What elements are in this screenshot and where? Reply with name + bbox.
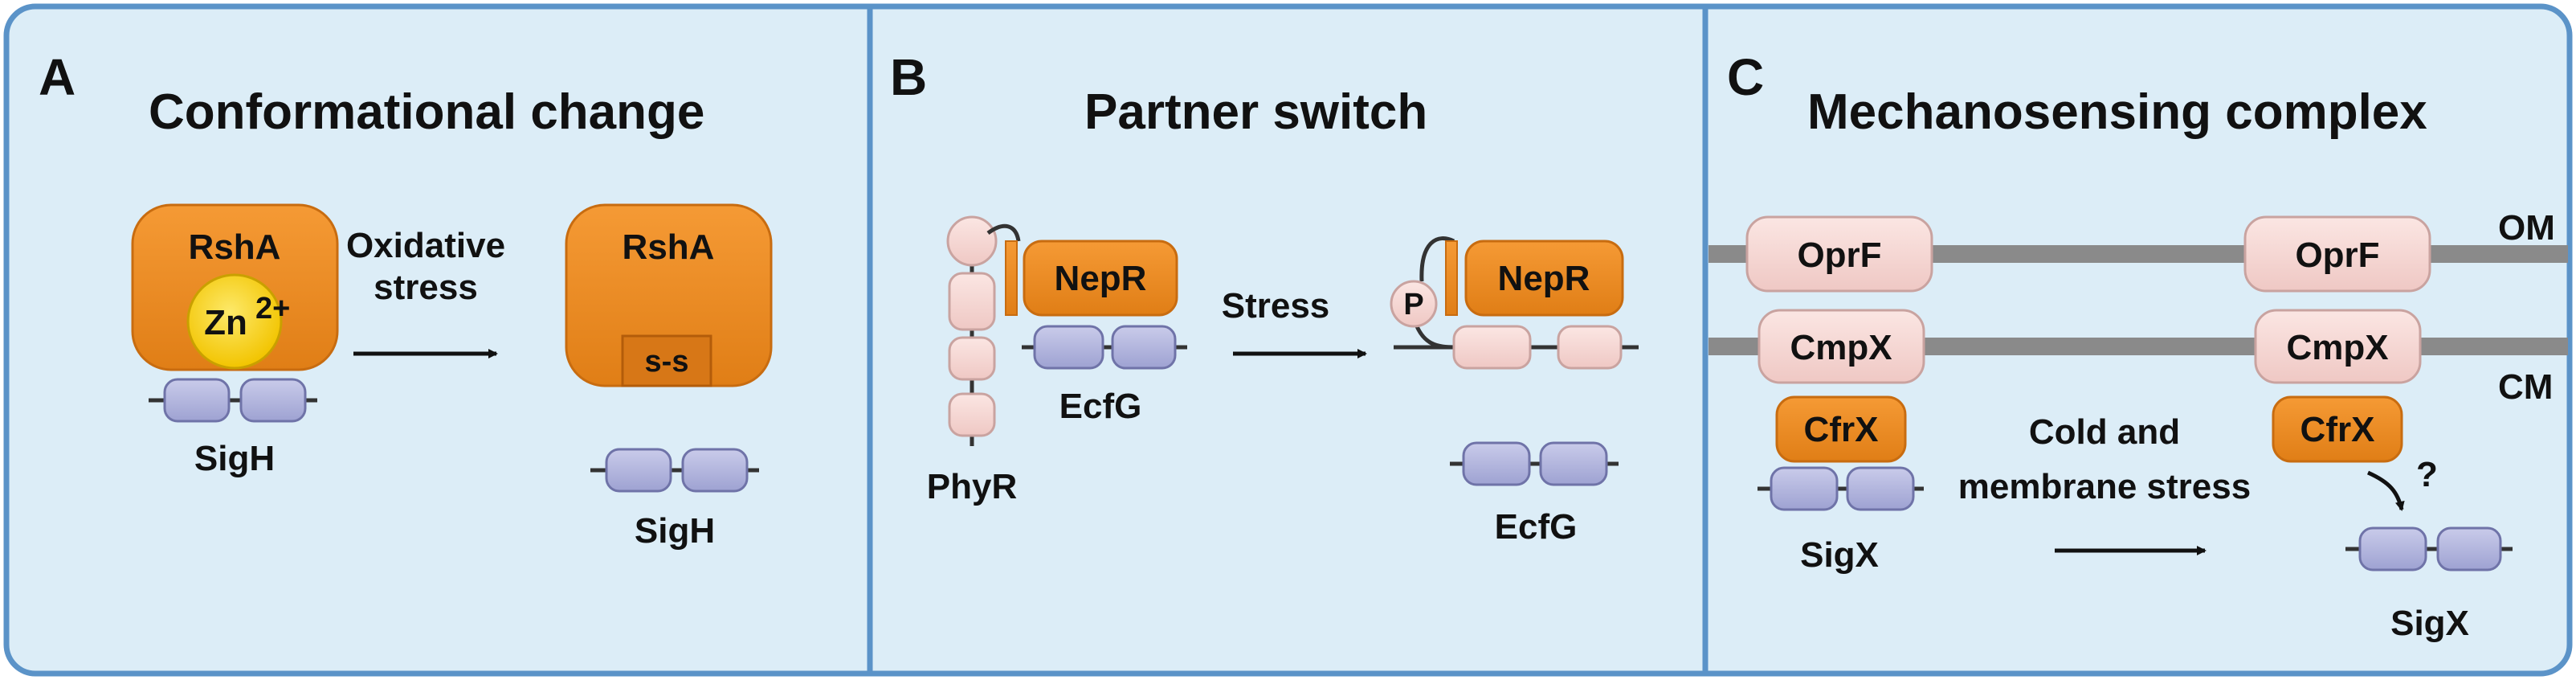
sigh-left-label: SigH bbox=[194, 439, 275, 478]
zinc-ion bbox=[186, 273, 283, 370]
nepr-left-label: NepR bbox=[1055, 259, 1147, 298]
om-label: OM bbox=[2498, 208, 2555, 248]
oprf-left bbox=[1745, 215, 1933, 293]
panel-b-title: Partner switch bbox=[1084, 84, 1427, 140]
phospho-label: P bbox=[1403, 288, 1423, 322]
stress-label: stress bbox=[374, 268, 478, 307]
zinc-charge: 2+ bbox=[255, 292, 290, 326]
zinc-label: Zn bbox=[204, 303, 247, 342]
cmpx-left-label: CmpX bbox=[1790, 328, 1892, 367]
sigx-right-label: SigX bbox=[2390, 604, 2469, 643]
panel-c-title: Mechanosensing complex bbox=[1807, 84, 2427, 140]
sigx-left bbox=[1757, 466, 1924, 511]
panel-c: C Mechanosensing complex OM CM OprF CmpX… bbox=[1708, 48, 2568, 643]
cfrx-left bbox=[1775, 395, 1907, 463]
phyr-label: PhyR bbox=[927, 467, 1017, 506]
sigx-left-label: SigX bbox=[1800, 535, 1879, 575]
sigh-right-label: SigH bbox=[635, 511, 715, 551]
cfrx-right-label: CfrX bbox=[2300, 410, 2375, 449]
question-mark: ? bbox=[2416, 455, 2438, 494]
panel-a-title: Conformational change bbox=[149, 84, 704, 140]
ecfg-left-label: EcfG bbox=[1059, 387, 1142, 426]
nepr-left bbox=[1023, 240, 1178, 317]
oxidative-label: Oxidative bbox=[346, 226, 505, 265]
nepr-right-label: NepR bbox=[1498, 259, 1590, 298]
panel-a-letter: A bbox=[39, 48, 76, 106]
nepr-right bbox=[1464, 240, 1624, 317]
membrane-stress-label: membrane stress bbox=[1958, 467, 2251, 506]
phyr-right bbox=[1394, 236, 1639, 370]
disulfide-label: s-s bbox=[645, 345, 689, 379]
cmpx-left bbox=[1757, 309, 1925, 384]
panel-c-letter: C bbox=[1727, 48, 1764, 106]
sigh-left bbox=[149, 378, 317, 423]
phospho-group bbox=[1390, 280, 1438, 328]
cmpx-right-label: CmpX bbox=[2286, 328, 2388, 367]
ecfg-right bbox=[1450, 441, 1619, 486]
cfrx-right bbox=[2272, 395, 2403, 463]
panel-b: B Partner switch NepR EcfG PhyR Stress bbox=[890, 48, 1639, 547]
nepr-linker-right bbox=[1445, 240, 1458, 316]
sigh-right bbox=[590, 448, 759, 493]
stress-b-label: Stress bbox=[1222, 286, 1330, 326]
phyr-left bbox=[946, 215, 1021, 446]
oprf-left-label: OprF bbox=[1797, 236, 1881, 275]
nepr-linker-left bbox=[1005, 240, 1018, 316]
panel-a: A Conformational change RshA Zn 2+ SigH … bbox=[39, 48, 773, 551]
figure-frame bbox=[3, 3, 2573, 677]
panel-b-letter: B bbox=[890, 48, 927, 106]
cmpx-right bbox=[2254, 309, 2422, 384]
oprf-right bbox=[2243, 215, 2431, 293]
ecfg-right-label: EcfG bbox=[1495, 507, 1578, 547]
rsha-oxidized-label: RshA bbox=[623, 227, 715, 267]
oprf-right-label: OprF bbox=[2295, 236, 2379, 275]
release-arrow bbox=[2366, 470, 2405, 511]
disulfide-box bbox=[621, 334, 712, 387]
cm-label: CM bbox=[2498, 367, 2553, 407]
sigx-right bbox=[2345, 526, 2513, 571]
rsha-bound-label: RshA bbox=[189, 227, 281, 267]
ecfg-left bbox=[1022, 325, 1187, 370]
cold-label: Cold and bbox=[2029, 412, 2180, 452]
cfrx-left-label: CfrX bbox=[1804, 410, 1879, 449]
